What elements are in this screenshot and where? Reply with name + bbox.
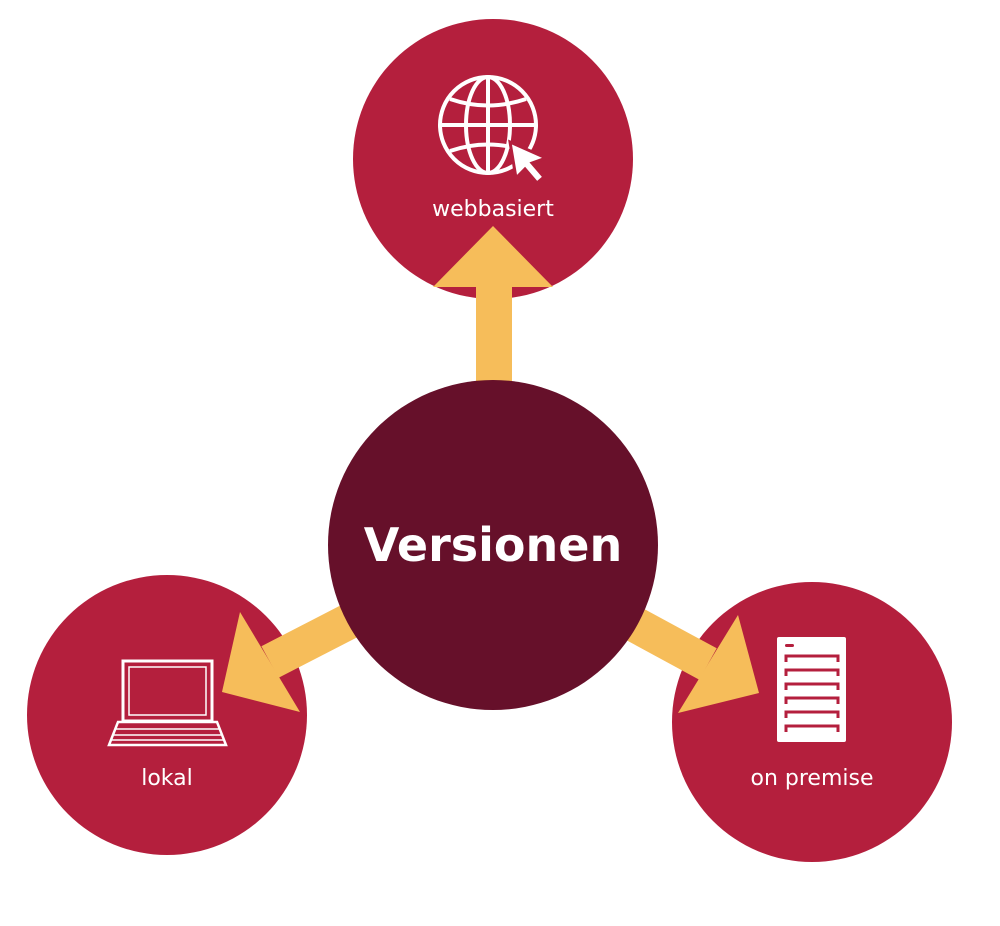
center-label: Versionen [364,518,622,572]
laptop-icon [107,659,228,747]
node-webbasiert-label: webbasiert [432,197,554,222]
server-icon [777,637,846,742]
center-circle [328,380,658,710]
node-webbasiert-circle [353,19,633,299]
node-lokal-label: lokal [141,766,193,791]
arrow-up [433,226,553,400]
node-on-premise-label: on premise [751,766,874,791]
globe-cursor-icon [438,75,551,186]
